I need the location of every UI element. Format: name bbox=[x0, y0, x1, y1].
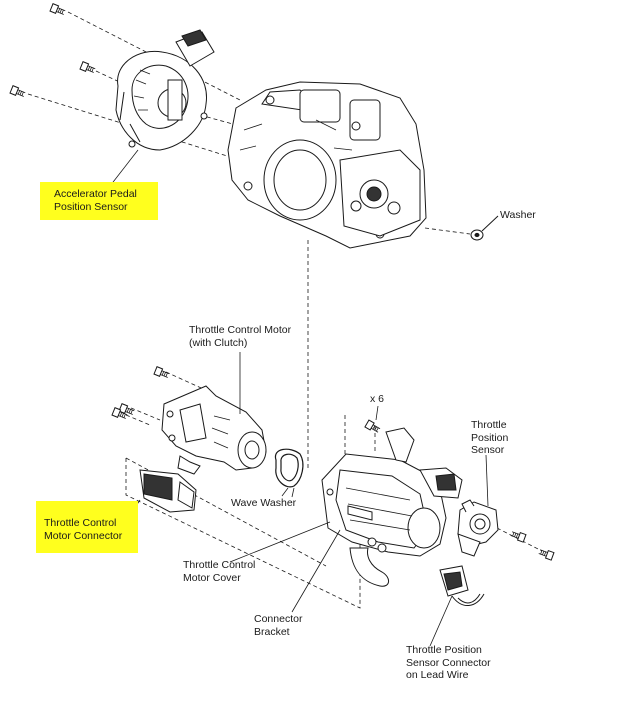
throttle-position-sensor-connector-part bbox=[439, 565, 485, 606]
wave-washer-label: Wave Washer bbox=[231, 497, 297, 509]
accelerator-pedal-position-sensor-label: Accelerator Pedal Position Sensor bbox=[40, 182, 158, 220]
wave-washer-part bbox=[274, 448, 304, 497]
throttle-control-motor-part bbox=[161, 385, 267, 475]
throttle-control-motor-connector-part bbox=[127, 469, 197, 519]
throttle-position-sensor-connector-label: Throttle Position Sensor Connector on Le… bbox=[406, 644, 491, 681]
throttle-control-motor-cover-part bbox=[321, 427, 463, 557]
throttle-control-motor-cover-label: Throttle Control Motor Cover bbox=[183, 559, 256, 584]
throttle-body-part bbox=[227, 81, 427, 249]
connector-bracket-part bbox=[347, 505, 389, 587]
accelerator-pedal-position-sensor-part bbox=[115, 29, 215, 151]
throttle-control-motor-connector-label: Throttle Control Motor Connector bbox=[36, 501, 138, 553]
throttle-control-motor-label: Throttle Control Motor (with Clutch) bbox=[189, 324, 292, 349]
connector-bracket-label: Connector Bracket bbox=[254, 613, 303, 638]
screw-count-label: x 6 bbox=[370, 393, 385, 405]
washer-label: Washer bbox=[500, 209, 536, 221]
leader-lines bbox=[109, 149, 453, 647]
throttle-position-sensor-label: Throttle Position Sensor bbox=[471, 419, 509, 456]
washer-part bbox=[470, 215, 499, 241]
throttle-position-sensor-part bbox=[457, 454, 499, 557]
